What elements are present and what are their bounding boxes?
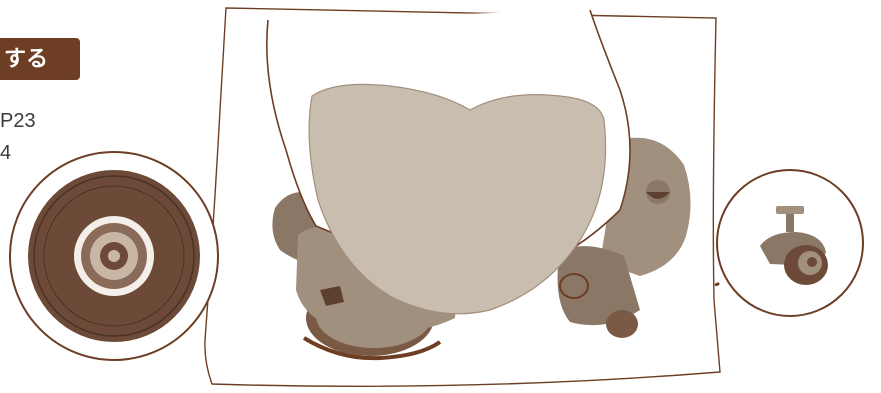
caster-closeup-right	[717, 170, 863, 316]
wheel-closeup-left	[10, 152, 218, 360]
